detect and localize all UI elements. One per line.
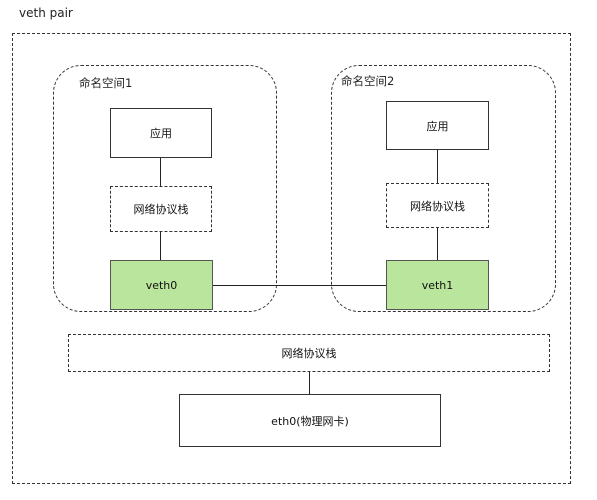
physical-nic-box: eth0(物理网卡) xyxy=(179,394,441,447)
connector-ns2-app-stack xyxy=(437,150,438,183)
namespace-2-stack-box: 网络协议栈 xyxy=(386,183,489,228)
namespace-2-app-box: 应用 xyxy=(386,101,489,150)
namespace-1-app-label: 应用 xyxy=(150,127,172,140)
connector-ns1-stack-veth xyxy=(160,232,161,260)
veth-pair-link xyxy=(213,285,386,286)
connector-ns2-stack-veth xyxy=(437,228,438,260)
namespace-2-stack-label: 网络协议栈 xyxy=(410,199,465,213)
namespace-1-stack-label: 网络协议栈 xyxy=(133,203,189,216)
veth1-box: veth1 xyxy=(386,260,489,310)
namespace-2-label: 命名空间2 xyxy=(341,74,395,88)
connector-ns1-app-stack xyxy=(160,158,161,186)
veth0-label: veth0 xyxy=(145,278,178,292)
host-stack-label: 网络协议栈 xyxy=(281,347,337,360)
host-boundary xyxy=(12,33,571,484)
physical-nic-label: eth0(物理网卡) xyxy=(271,414,349,428)
host-stack-box: 网络协议栈 xyxy=(68,334,550,372)
namespace-1-label: 命名空间1 xyxy=(79,76,133,90)
namespace-1-stack-box: 网络协议栈 xyxy=(110,186,212,232)
namespace-1-app-box: 应用 xyxy=(110,108,212,158)
namespace-2-container xyxy=(331,65,556,312)
diagram-title: veth pair xyxy=(19,6,73,20)
veth1-label: veth1 xyxy=(421,278,454,292)
namespace-1-container xyxy=(53,65,277,312)
namespace-2-app-label: 应用 xyxy=(426,119,449,133)
veth0-box: veth0 xyxy=(110,260,213,310)
connector-stack-nic xyxy=(309,372,310,394)
